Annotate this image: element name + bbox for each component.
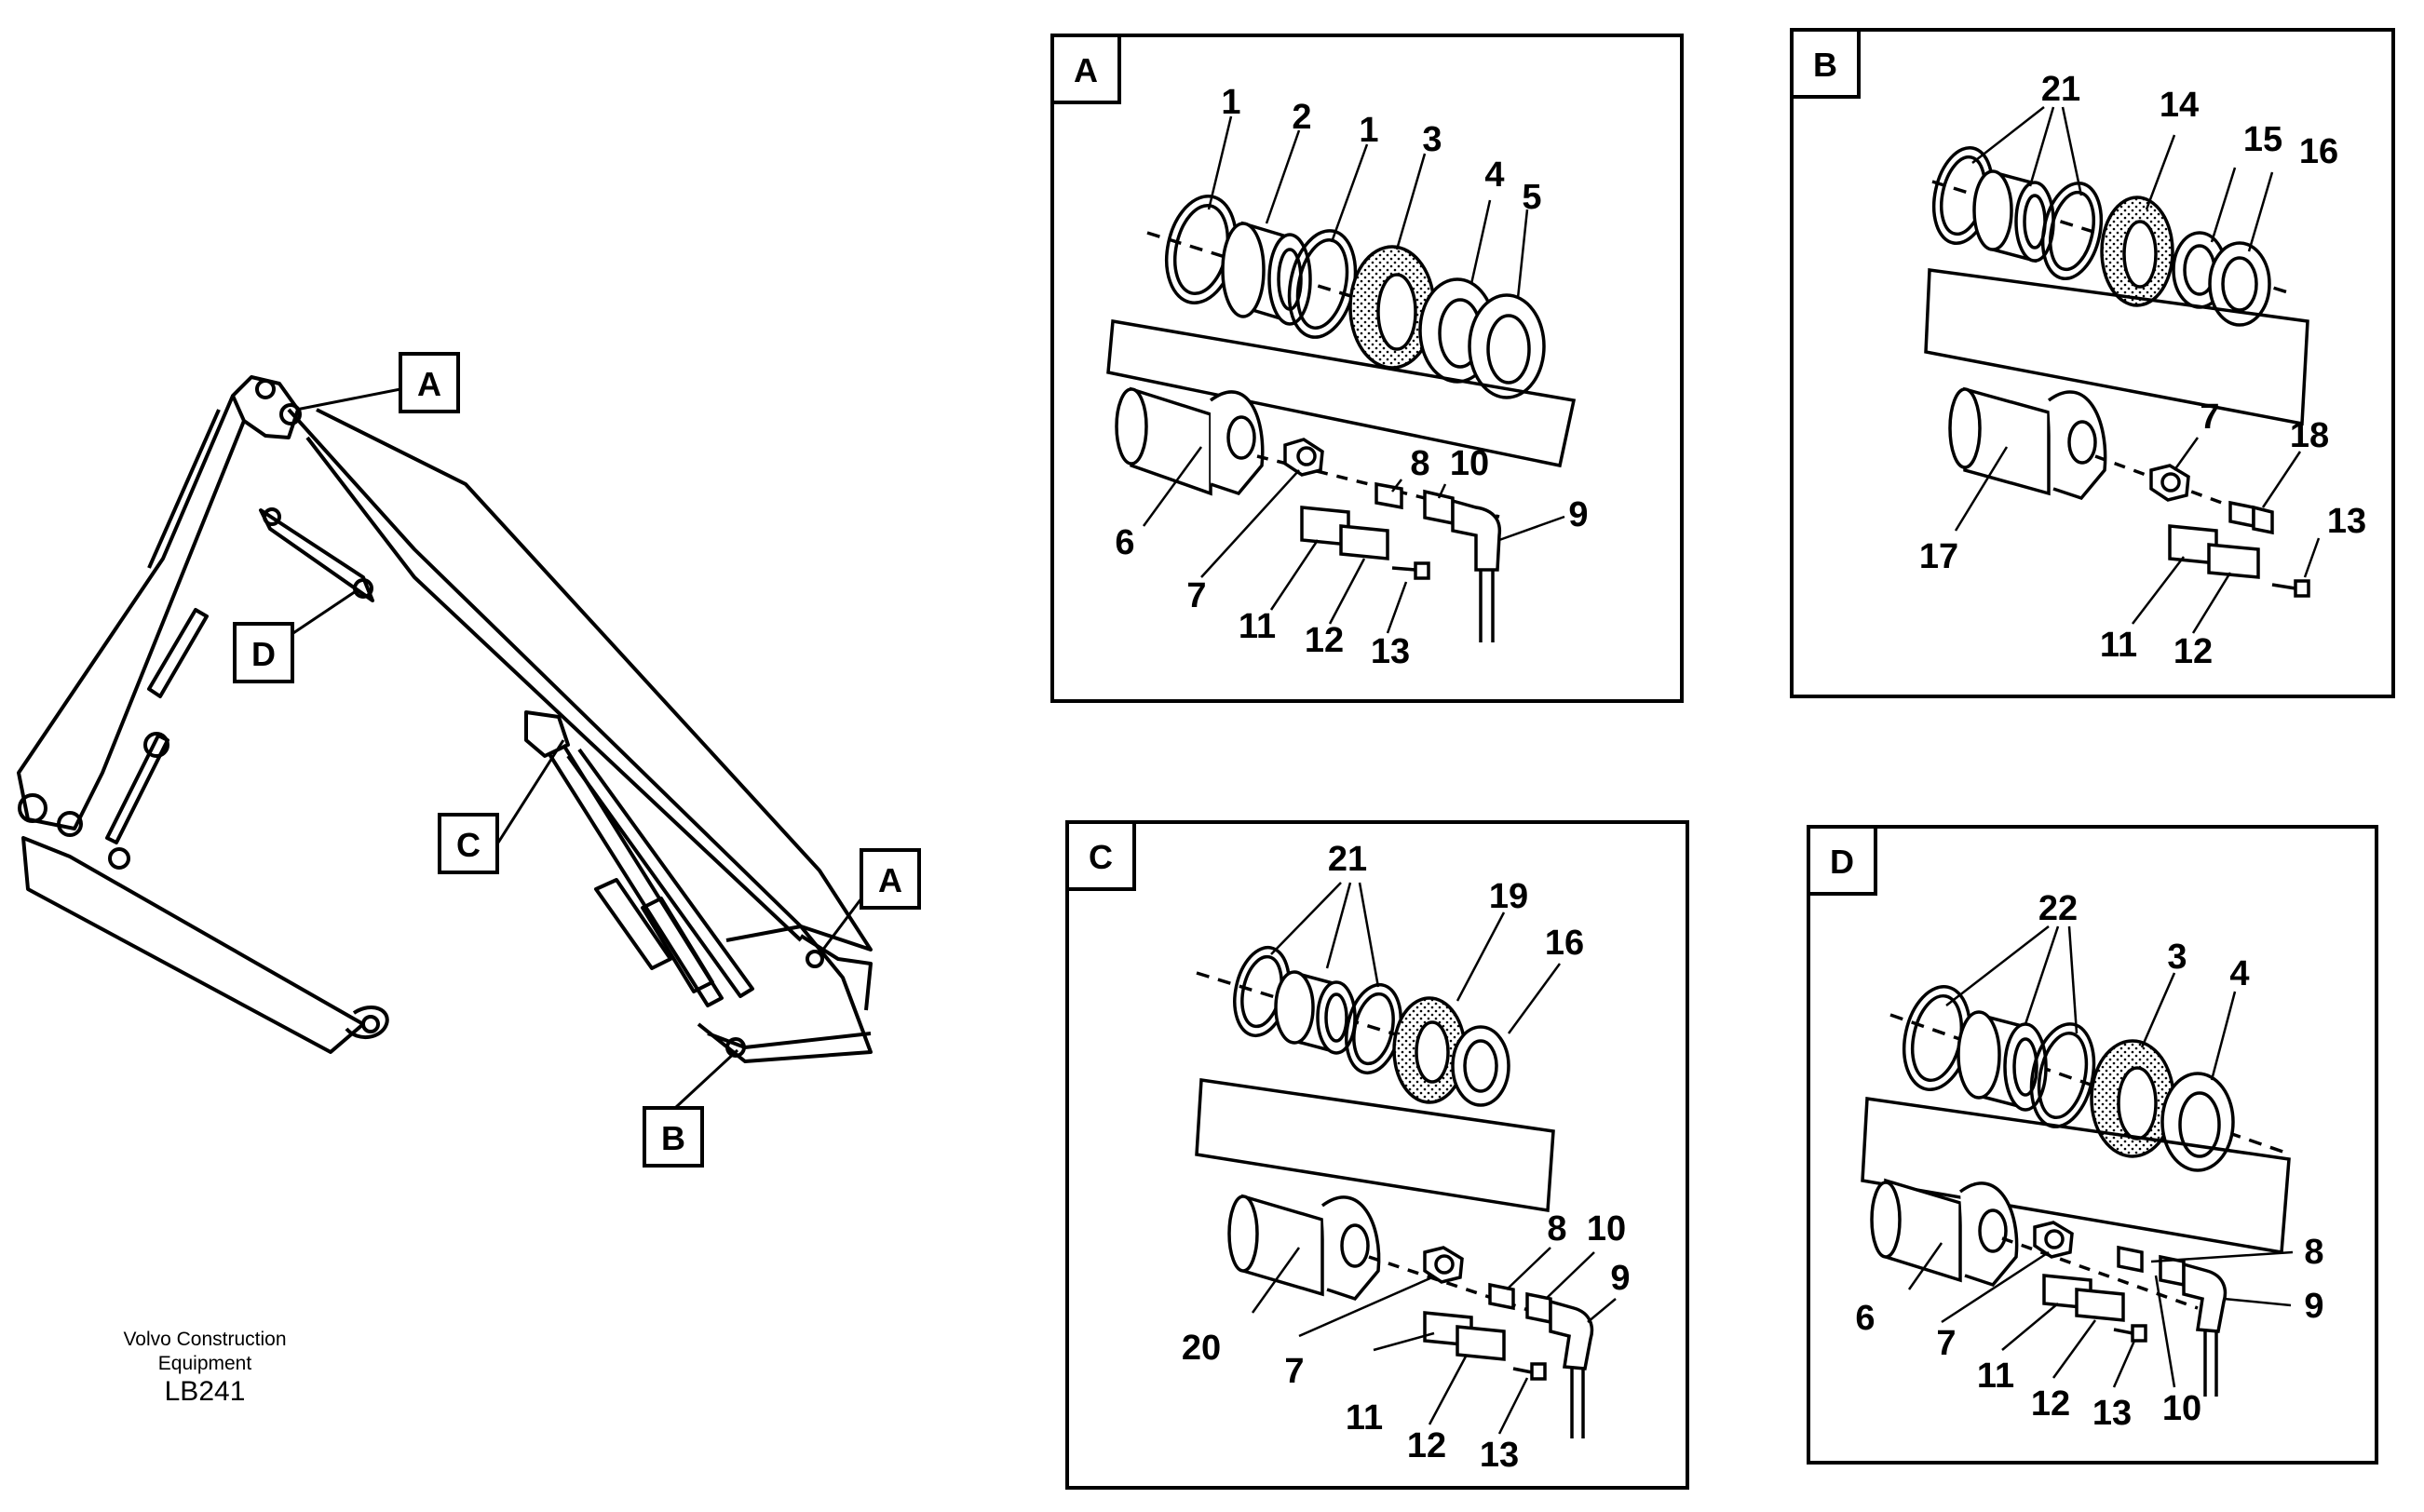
callout: 13 bbox=[2327, 502, 2366, 541]
callout: 20 bbox=[1182, 1329, 1221, 1368]
overview-leaders bbox=[278, 387, 863, 1110]
caption-company-line1: Volvo Construction bbox=[123, 1329, 286, 1350]
callout: 10 bbox=[1587, 1209, 1626, 1249]
callout: 6 bbox=[1855, 1299, 1875, 1338]
callout: 17 bbox=[1919, 537, 1958, 576]
callout: 7 bbox=[1936, 1324, 1956, 1363]
callout: 8 bbox=[1547, 1209, 1566, 1249]
callout: 3 bbox=[2167, 938, 2187, 977]
callout: 10 bbox=[1450, 444, 1489, 483]
panel-b-callouts: 21 14 15 16 7 18 17 13 11 12 bbox=[1919, 70, 2366, 671]
callout: 11 bbox=[1977, 1357, 2014, 1396]
callout: 9 bbox=[2304, 1287, 2323, 1326]
panel-d: D bbox=[1807, 825, 2378, 1465]
callout: 11 bbox=[2100, 626, 2137, 665]
callout: 16 bbox=[1545, 924, 1584, 963]
panel-a-title: A bbox=[1074, 51, 1098, 89]
overview-label-a-top: A bbox=[399, 352, 460, 413]
callout: 12 bbox=[2173, 632, 2213, 671]
panel-b: B bbox=[1790, 28, 2395, 698]
callout: 9 bbox=[1610, 1259, 1630, 1298]
callout: 4 bbox=[1484, 155, 1504, 195]
callout: 19 bbox=[1489, 877, 1528, 916]
callout: 12 bbox=[1305, 621, 1344, 660]
panel-a: A bbox=[1050, 34, 1684, 703]
callout: 22 bbox=[2038, 889, 2078, 928]
boom-overview-drawing bbox=[17, 375, 873, 1063]
callout: 13 bbox=[2092, 1394, 2132, 1433]
svg-text:A: A bbox=[417, 365, 441, 403]
svg-text:C: C bbox=[456, 826, 481, 864]
panel-d-title: D bbox=[1830, 843, 1854, 881]
panel-d-callouts: 22 3 4 8 9 6 7 11 12 13 10 bbox=[1855, 889, 2323, 1433]
callout: 11 bbox=[1346, 1398, 1383, 1438]
panel-c-callouts: 21 19 16 8 10 9 20 7 11 12 13 bbox=[1182, 840, 1631, 1475]
callout: 9 bbox=[1568, 495, 1588, 534]
callout: 7 bbox=[1284, 1352, 1304, 1391]
overview-label-b: B bbox=[643, 1106, 704, 1168]
panel-b-title: B bbox=[1813, 46, 1837, 84]
callout: 21 bbox=[1328, 840, 1367, 879]
callout: 6 bbox=[1115, 523, 1134, 562]
callout: 1 bbox=[1221, 83, 1240, 122]
panel-a-callouts: 1 2 1 3 4 5 6 7 8 10 9 11 12 13 bbox=[1115, 83, 1588, 671]
overview-label-d: D bbox=[233, 622, 294, 683]
callout: 16 bbox=[2299, 132, 2338, 171]
svg-text:D: D bbox=[251, 635, 276, 673]
callout: 21 bbox=[2041, 70, 2080, 109]
panel-c-title: C bbox=[1089, 838, 1113, 876]
callout: 18 bbox=[2290, 416, 2329, 455]
overview-label-a-right: A bbox=[860, 848, 921, 910]
callout: 8 bbox=[2304, 1233, 2323, 1272]
callout: 11 bbox=[1239, 607, 1276, 646]
overview-label-c: C bbox=[438, 813, 499, 874]
callout: 2 bbox=[1292, 98, 1311, 137]
callout: 3 bbox=[1422, 120, 1442, 159]
callout: 8 bbox=[1410, 444, 1429, 483]
callout: 13 bbox=[1371, 632, 1410, 671]
callout: 5 bbox=[1522, 178, 1541, 217]
callout: 7 bbox=[1186, 576, 1206, 615]
caption-drawing-code: LB241 bbox=[165, 1376, 246, 1407]
svg-text:B: B bbox=[661, 1119, 685, 1157]
caption-company-line2: Equipment bbox=[158, 1353, 252, 1374]
callout: 13 bbox=[1480, 1436, 1519, 1475]
callout: 7 bbox=[2200, 398, 2219, 437]
callout: 10 bbox=[2162, 1389, 2201, 1428]
callout: 12 bbox=[1407, 1426, 1446, 1465]
callout: 1 bbox=[1359, 111, 1378, 150]
callout: 14 bbox=[2160, 86, 2199, 125]
svg-text:A: A bbox=[878, 861, 902, 899]
callout: 4 bbox=[2229, 954, 2249, 993]
panel-c: C bbox=[1065, 820, 1689, 1490]
callout: 12 bbox=[2031, 1384, 2070, 1424]
callout: 15 bbox=[2243, 120, 2282, 159]
